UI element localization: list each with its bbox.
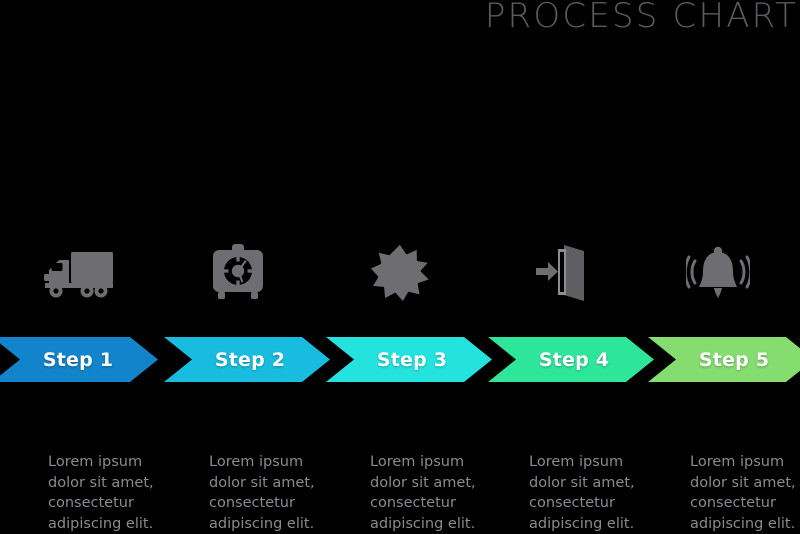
step-description-5: Lorem ipsum dolor sit amet, consectetur … <box>690 454 796 532</box>
truck-icon <box>44 252 113 298</box>
step-icon-2 <box>193 238 283 308</box>
exit-door-icon <box>536 245 584 301</box>
starburst-icon <box>368 242 432 304</box>
process-step-arrow-5[interactable]: Step 5 <box>648 337 800 382</box>
step-label-3: Step 3 <box>376 348 448 371</box>
icon-row <box>0 238 800 308</box>
step-icon-3 <box>355 238 445 308</box>
process-step-arrow-3[interactable]: Step 3 <box>326 337 492 382</box>
page-title: PROCESS CHART <box>484 0 798 36</box>
step-description-4: Lorem ipsum dolor sit amet, consectetur … <box>529 454 635 532</box>
process-step-arrow-1[interactable]: Step 1 <box>0 337 158 382</box>
safe-vault-icon <box>213 244 263 299</box>
step-icon-5 <box>673 238 763 308</box>
step-label-5: Step 5 <box>698 348 770 371</box>
process-step-arrow-4[interactable]: Step 4 <box>488 337 654 382</box>
step-icon-4 <box>515 238 605 308</box>
step-description-3: Lorem ipsum dolor sit amet, consectetur … <box>370 454 476 532</box>
step-label-2: Step 2 <box>214 348 286 371</box>
step-description-1: Lorem ipsum dolor sit amet, consectetur … <box>48 454 154 532</box>
step-description-2: Lorem ipsum dolor sit amet, consectetur … <box>209 454 315 532</box>
ringing-bell-icon <box>686 246 750 298</box>
description-row: Lorem ipsum dolor sit amet, consectetur … <box>0 452 800 532</box>
step-label-4: Step 4 <box>538 348 610 371</box>
step-label-1: Step 1 <box>42 348 114 371</box>
step-icon-1 <box>33 238 123 308</box>
process-step-arrow-2[interactable]: Step 2 <box>164 337 330 382</box>
process-arrow-row: Step 1 Step 2 Step 3 Step 4 Step 5 <box>0 337 800 383</box>
